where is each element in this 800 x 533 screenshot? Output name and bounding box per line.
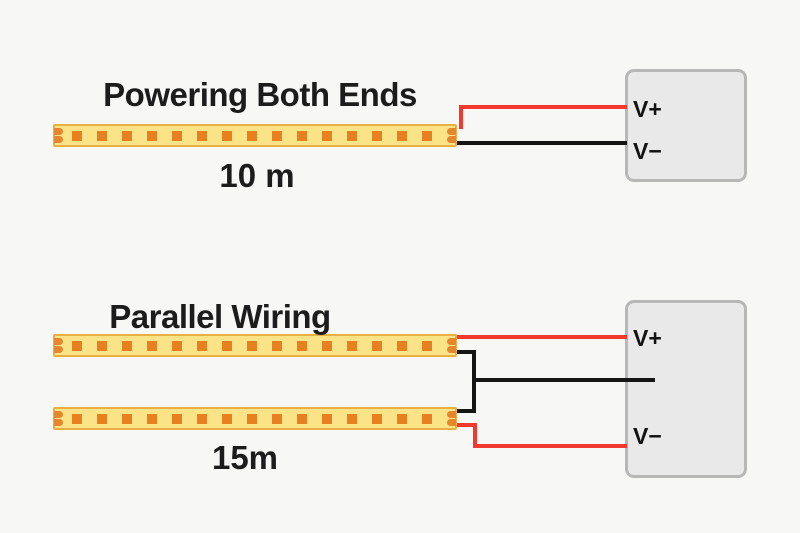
positive-wire-vertical	[459, 105, 463, 129]
negative-wire-stub-strip2	[455, 409, 476, 413]
psu-terminal-vminus-label: V−	[633, 138, 662, 164]
positive-wire-horizontal	[459, 105, 627, 109]
psu-terminal-vminus-label: V−	[633, 423, 662, 449]
strip-solder-pad	[447, 128, 456, 135]
strip-solder-pad	[447, 136, 456, 143]
strip-solder-pad	[447, 346, 456, 353]
led-strip	[53, 334, 457, 357]
positive-wire-stub-strip2	[455, 423, 477, 427]
strip-solder-pad	[54, 128, 63, 135]
section-title: Parallel Wiring	[109, 298, 331, 336]
psu-terminal-vplus-label: V+	[633, 96, 662, 122]
strip-solder-pad	[54, 411, 63, 418]
led-chips	[72, 340, 446, 351]
strip-solder-pad	[54, 346, 63, 353]
power-supply-box: V+ V−	[625, 300, 747, 478]
psu-terminal-vplus-label: V+	[633, 325, 662, 351]
negative-wire-stub-strip1	[455, 350, 476, 354]
led-strip	[53, 124, 457, 147]
positive-wire-strip1	[455, 335, 627, 339]
section-title: Powering Both Ends	[103, 76, 417, 114]
strip-solder-pad	[447, 419, 456, 426]
strip-solder-pad	[54, 338, 63, 345]
positive-wire-horizontal	[473, 444, 627, 448]
led-strip	[53, 407, 457, 430]
positive-wire-vertical	[473, 423, 477, 448]
negative-wire-branch	[472, 378, 655, 382]
power-supply-box: V+ V−	[625, 69, 747, 182]
strip-length-label: 15m	[211, 439, 279, 476]
strip-solder-pad	[447, 338, 456, 345]
strip-solder-pad	[54, 136, 63, 143]
strip-solder-pad	[447, 411, 456, 418]
led-chips	[72, 413, 446, 424]
strip-length-label: 10 m	[219, 157, 295, 194]
strip-solder-pad	[54, 419, 63, 426]
negative-wire-horizontal	[455, 141, 627, 145]
led-chips	[72, 130, 446, 141]
